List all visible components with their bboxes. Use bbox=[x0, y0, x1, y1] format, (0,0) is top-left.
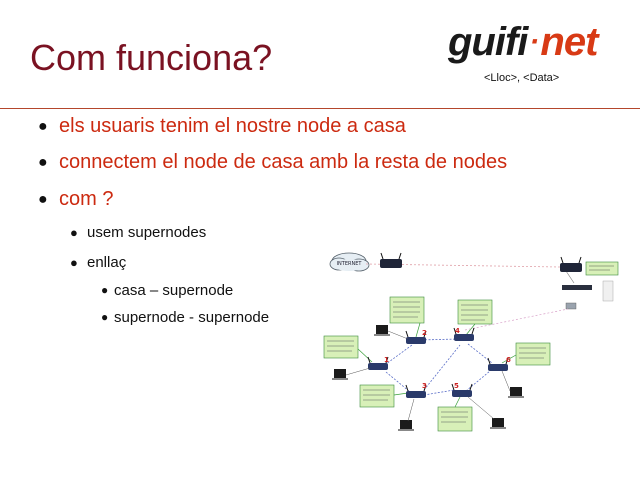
sub-bullet-text: usem supernodes bbox=[87, 224, 207, 241]
computer-icon bbox=[398, 420, 414, 431]
internet-label: INTERNET bbox=[337, 261, 363, 267]
node-info-box bbox=[585, 261, 619, 276]
node-info-boxes bbox=[323, 296, 551, 432]
client-computers bbox=[332, 325, 524, 431]
node-info-lines bbox=[327, 301, 546, 423]
bullet-text: els usuaris tenim el nostre node a casa bbox=[59, 115, 406, 137]
computer-icon bbox=[332, 369, 348, 380]
node-number: 2 bbox=[422, 329, 427, 337]
node-number: 1 bbox=[384, 356, 389, 364]
bullet-icon: ● bbox=[38, 154, 48, 171]
node-number: 3 bbox=[422, 382, 427, 390]
logo-dot: · bbox=[529, 25, 539, 58]
router-icon bbox=[367, 356, 389, 370]
node-number: 6 bbox=[506, 356, 511, 364]
slide-subtitle: <Lloc>, <Data> bbox=[484, 72, 560, 84]
node-number: 5 bbox=[454, 382, 459, 390]
bullet-icon: ● bbox=[70, 225, 78, 240]
internet-cloud-icon bbox=[329, 252, 370, 272]
link-line bbox=[565, 270, 575, 284]
router-icon bbox=[405, 384, 427, 398]
logo-text-guifi: guifi bbox=[448, 20, 528, 64]
switch-icon bbox=[562, 280, 614, 310]
router-icon bbox=[380, 252, 402, 268]
router-icon bbox=[487, 357, 509, 371]
router-icon bbox=[453, 327, 475, 341]
bullet-icon: ● bbox=[38, 191, 48, 208]
bullet-text: com ? bbox=[59, 188, 114, 210]
supernode-routers bbox=[367, 327, 509, 398]
sub-sub-bullet-text: supernode - supernode bbox=[114, 309, 270, 326]
wireless-links bbox=[381, 338, 493, 396]
bullet-icon: ● bbox=[101, 310, 109, 324]
green-connectors bbox=[357, 322, 517, 408]
uplink-line bbox=[464, 308, 569, 331]
sub-bullet-text: enllaç bbox=[87, 254, 127, 271]
guifi-net-logo: guifi·net bbox=[448, 20, 598, 64]
node-number-labels: 1 2 3 4 5 6 bbox=[384, 327, 511, 390]
bullet-icon: ● bbox=[70, 255, 78, 270]
bullet-icon: ● bbox=[101, 283, 109, 297]
router-icon bbox=[405, 330, 427, 344]
computer-icon bbox=[508, 387, 524, 398]
bullet-icon: ● bbox=[38, 118, 48, 135]
network-diagram: INTERNET bbox=[323, 252, 619, 432]
client-links bbox=[345, 330, 511, 422]
bullet-text: connectem el node de casa amb la resta d… bbox=[59, 151, 508, 173]
sub-sub-bullet-text: casa – supernode bbox=[114, 282, 234, 299]
slide-title: Com funciona? bbox=[30, 37, 273, 78]
computer-icon bbox=[490, 418, 506, 429]
computer-icon bbox=[374, 325, 390, 336]
logo-text-net: net bbox=[540, 20, 598, 64]
node-number: 4 bbox=[455, 327, 460, 335]
header-divider bbox=[0, 108, 640, 109]
router-icon bbox=[451, 383, 473, 397]
router-icon bbox=[560, 256, 582, 272]
